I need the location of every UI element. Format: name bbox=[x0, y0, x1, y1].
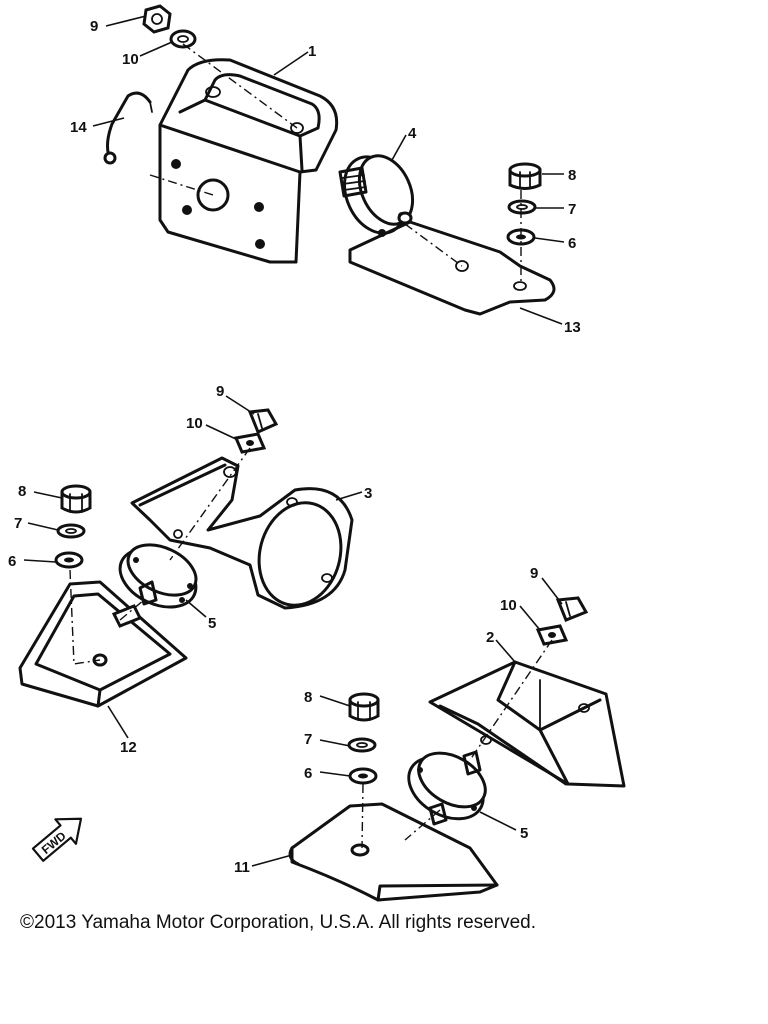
label-top-14: 14 bbox=[70, 119, 87, 136]
bracket-3 bbox=[130, 456, 354, 610]
washer-6-bot bbox=[348, 767, 378, 785]
bottom-assembly bbox=[251, 577, 626, 902]
label-top-8: 8 bbox=[568, 167, 576, 184]
washer-10-mid bbox=[233, 432, 267, 454]
label-mid-6: 6 bbox=[8, 553, 16, 570]
label-bot-2: 2 bbox=[486, 629, 494, 646]
label-mid-12: 12 bbox=[120, 739, 137, 756]
label-mid-3: 3 bbox=[364, 485, 372, 502]
nut-8-mid bbox=[60, 484, 92, 514]
label-top-7: 7 bbox=[568, 201, 576, 218]
damper-5-mid bbox=[118, 543, 198, 609]
nut-8-bot bbox=[348, 692, 380, 722]
label-bot-11: 11 bbox=[234, 859, 250, 876]
label-mid-5: 5 bbox=[208, 615, 216, 632]
fwd-arrow-icon: FWD bbox=[31, 817, 83, 862]
bracket-1 bbox=[158, 58, 339, 264]
wire-clip-14 bbox=[103, 91, 153, 165]
bracket-2 bbox=[428, 660, 626, 788]
label-top-4: 4 bbox=[408, 125, 417, 142]
copyright-notice: ©2013 Yamaha Motor Corporation, U.S.A. A… bbox=[20, 912, 536, 933]
label-top-13: 13 bbox=[564, 319, 581, 336]
label-top-6: 6 bbox=[568, 235, 576, 252]
nut-9-bot bbox=[555, 596, 589, 622]
washer-7-top bbox=[507, 199, 537, 215]
label-top-9: 9 bbox=[90, 18, 98, 35]
label-top-10: 10 bbox=[122, 51, 139, 68]
top-assembly bbox=[92, 4, 565, 325]
washer-6-mid bbox=[54, 551, 84, 569]
label-bot-6: 6 bbox=[304, 765, 312, 782]
washer-7-mid bbox=[56, 523, 86, 539]
washer-7-bot bbox=[347, 737, 377, 753]
label-bot-8: 8 bbox=[304, 689, 312, 706]
washer-10-bot bbox=[535, 624, 569, 646]
part-labels: 9 10 1 14 4 8 7 6 13 9 10 3 8 7 6 5 12 9… bbox=[8, 18, 581, 876]
damper-4 bbox=[338, 154, 415, 237]
label-mid-9: 9 bbox=[216, 383, 224, 400]
label-top-1: 1 bbox=[308, 43, 316, 60]
nut-8-top bbox=[508, 162, 542, 190]
label-mid-10: 10 bbox=[186, 415, 203, 432]
label-bot-7: 7 bbox=[304, 731, 312, 748]
exploded-parts-diagram: FWD 9 10 1 14 4 8 7 6 13 9 10 3 8 7 6 5 … bbox=[8, 4, 626, 902]
nut-9-top bbox=[142, 4, 172, 34]
damper-5-bot bbox=[407, 750, 487, 826]
label-bot-9: 9 bbox=[530, 565, 538, 582]
label-mid-7: 7 bbox=[14, 515, 22, 532]
nut-9-mid bbox=[247, 408, 279, 435]
label-bot-5: 5 bbox=[520, 825, 528, 842]
plate-11 bbox=[288, 802, 499, 902]
plate-13 bbox=[348, 211, 556, 316]
middle-assembly bbox=[18, 395, 363, 739]
washer-10-top bbox=[169, 29, 197, 49]
label-bot-10: 10 bbox=[500, 597, 517, 614]
label-mid-8: 8 bbox=[18, 483, 26, 500]
